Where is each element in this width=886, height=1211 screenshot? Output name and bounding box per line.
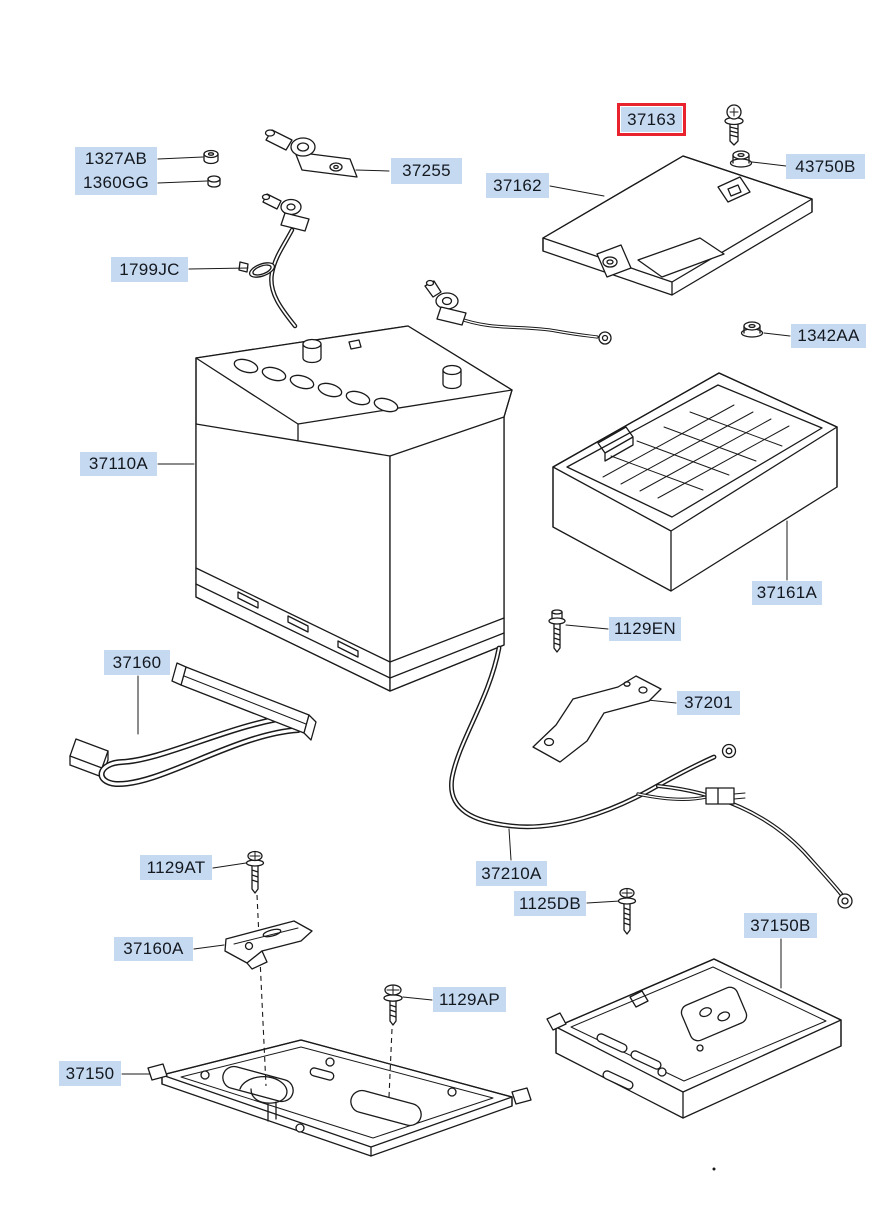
battery-37110A-drawing	[195, 325, 513, 692]
part-label-1125DB[interactable]: 1125DB	[514, 891, 586, 916]
part-label-1129AP[interactable]: 1129AP	[433, 987, 506, 1012]
part-label-1129EN[interactable]: 1129EN	[609, 617, 681, 641]
part-label-1327AB[interactable]: 1327AB	[75, 147, 157, 171]
tray-37150-drawing	[147, 1039, 532, 1157]
part-label-37162[interactable]: 37162	[486, 173, 549, 198]
battery-cover-37162-drawing	[542, 155, 813, 296]
part-label-37161A[interactable]: 37161A	[752, 581, 822, 605]
stray-dot	[712, 1167, 716, 1171]
bolt-1125DB-drawing	[617, 887, 637, 935]
positive-terminal-wire-drawing	[424, 279, 612, 345]
bolt-37163-drawing	[724, 104, 744, 146]
part-label-37150[interactable]: 37150	[59, 1061, 121, 1086]
part-label-1342AA[interactable]: 1342AA	[791, 324, 866, 348]
part-label-37160A[interactable]: 37160A	[114, 937, 193, 961]
part-label-37201[interactable]: 37201	[677, 691, 740, 715]
part-label-43750B[interactable]: 43750B	[786, 154, 865, 179]
battery-cell-caps	[233, 358, 399, 413]
tray-pad	[680, 986, 748, 1042]
tray-insulation-37161A-drawing	[552, 372, 838, 592]
nut-43750B-drawing	[729, 150, 753, 168]
bolt-1129AP-drawing	[383, 984, 403, 1098]
tray-37150B-drawing	[546, 958, 842, 1119]
bolt-1129EN-drawing	[548, 609, 566, 653]
leader-lines	[121, 156, 791, 1075]
part-label-37255[interactable]: 37255	[391, 158, 462, 184]
part-label-37110A[interactable]: 37110A	[80, 452, 157, 476]
bracket-37160A-drawing	[224, 920, 313, 970]
part-label-37150B[interactable]: 37150B	[744, 913, 817, 938]
bolt-1129AT-drawing	[245, 850, 267, 1087]
part-label-1799JC[interactable]: 1799JC	[111, 257, 188, 282]
terminal-wire-assembly-drawing	[238, 193, 310, 329]
nut-1327AB-drawing	[203, 149, 219, 165]
part-label-37160[interactable]: 37160	[104, 650, 170, 675]
part-label-37210A[interactable]: 37210A	[476, 861, 547, 886]
screw-1360GG-drawing	[207, 175, 221, 188]
bracket-37201-drawing	[532, 675, 662, 763]
part-label-1360GG[interactable]: 1360GG	[75, 171, 157, 195]
insulation-mesh	[602, 404, 790, 499]
nut-1342AA-drawing	[740, 321, 764, 338]
part-label-37163[interactable]: 37163	[617, 103, 686, 136]
part-label-1129AT[interactable]: 1129AT	[140, 855, 212, 880]
terminal-37255-drawing	[264, 129, 358, 178]
clamp-37160-drawing	[69, 662, 317, 788]
battery-cable-37210A-drawing	[449, 645, 853, 909]
